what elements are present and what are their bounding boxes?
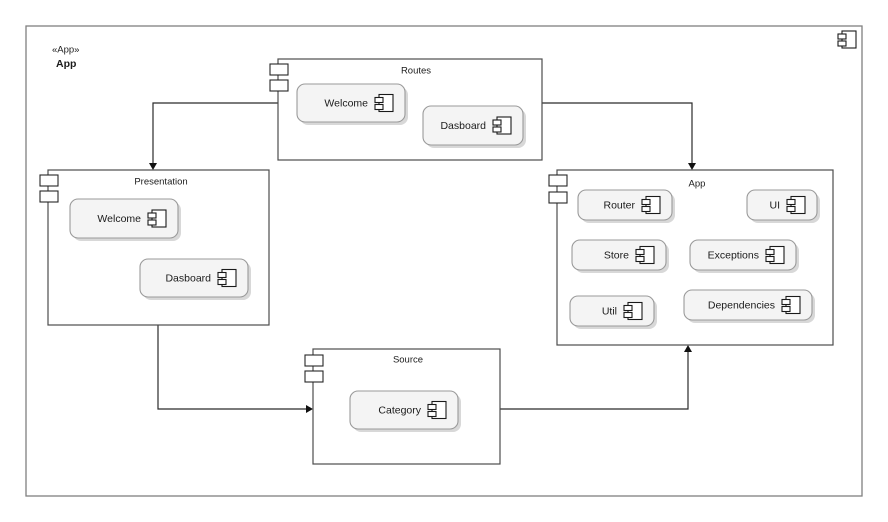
- component-label: Dependencies: [708, 299, 775, 311]
- component-app-store[interactable]: Store: [571, 239, 669, 273]
- component-app-util[interactable]: Util: [569, 295, 657, 329]
- connector-line: [152, 102, 278, 165]
- component-presentation-welcome[interactable]: Welcome: [69, 198, 181, 241]
- component-icon-glyph: [837, 30, 857, 49]
- package-port-2[interactable]: [39, 190, 59, 203]
- component-icon: [765, 245, 785, 265]
- connector-presentation-to-source: [157, 325, 313, 413]
- connector-arrowhead: [684, 345, 692, 352]
- package-label: App: [689, 179, 706, 190]
- component-icon: [635, 245, 655, 265]
- component-label: Router: [603, 199, 635, 211]
- connector-layer: [149, 102, 696, 413]
- component-source-category[interactable]: Category: [349, 390, 461, 432]
- component-label: Category: [378, 404, 421, 416]
- connector-routes-to-app: [542, 102, 696, 170]
- package-port-2[interactable]: [548, 191, 568, 204]
- component-label: Util: [602, 305, 617, 317]
- connector-arrowhead: [149, 163, 157, 170]
- component-box[interactable]: [746, 189, 818, 221]
- connector-routes-to-presentation: [149, 102, 278, 170]
- component-icon: [781, 295, 801, 315]
- connector-line: [542, 102, 693, 165]
- package-layer: RoutesWelcomeDasboardPresentationWelcome…: [39, 58, 834, 465]
- component-box[interactable]: [139, 258, 249, 298]
- connector-line: [500, 350, 689, 410]
- component-icon: [786, 195, 806, 215]
- package-port-1[interactable]: [548, 174, 568, 187]
- package-label: Presentation: [134, 177, 187, 188]
- component-routes-dasboard[interactable]: Dasboard: [422, 105, 526, 148]
- connector-source-to-app: [500, 345, 692, 410]
- component-box[interactable]: [422, 105, 524, 146]
- component-icon: [374, 93, 394, 113]
- component-icon: [217, 268, 237, 288]
- component-label: Exceptions: [708, 249, 759, 261]
- component-icon: [623, 301, 643, 321]
- package-border[interactable]: [47, 169, 270, 326]
- component-routes-welcome[interactable]: Welcome: [296, 83, 408, 125]
- component-label: Dasboard: [165, 272, 211, 284]
- connector-arrowhead: [688, 163, 696, 170]
- component-box[interactable]: [683, 289, 813, 321]
- component-label: Dasboard: [440, 120, 486, 132]
- package-port-2[interactable]: [304, 370, 324, 383]
- component-icon: [837, 30, 857, 49]
- component-icon: [641, 195, 661, 215]
- frame-stereotype: «App»: [52, 45, 79, 56]
- component-presentation-dasboard[interactable]: Dasboard: [139, 258, 251, 300]
- connector-arrowhead: [306, 405, 313, 413]
- component-icon: [427, 400, 447, 420]
- package-label: Routes: [401, 66, 431, 77]
- component-icon: [492, 116, 512, 135]
- component-label: UI: [770, 199, 781, 211]
- component-box[interactable]: [296, 83, 406, 123]
- component-app-exceptions[interactable]: Exceptions: [689, 239, 799, 273]
- component-app-dependencies[interactable]: Dependencies: [683, 289, 815, 323]
- package-port-2[interactable]: [269, 79, 289, 92]
- package-port-1[interactable]: [39, 174, 59, 187]
- connector-line: [157, 325, 308, 410]
- package-label: Source: [393, 355, 423, 366]
- frame-title: App: [56, 58, 76, 70]
- component-label: Welcome: [324, 97, 368, 109]
- package-port-1[interactable]: [304, 354, 324, 367]
- component-label: Store: [604, 249, 629, 261]
- component-app-ui[interactable]: UI: [746, 189, 820, 223]
- component-label: Welcome: [97, 213, 141, 225]
- component-icon: [147, 209, 167, 228]
- component-box[interactable]: [349, 390, 459, 430]
- package-port-1[interactable]: [269, 63, 289, 76]
- component-app-router[interactable]: Router: [577, 189, 675, 223]
- component-box[interactable]: [69, 198, 179, 239]
